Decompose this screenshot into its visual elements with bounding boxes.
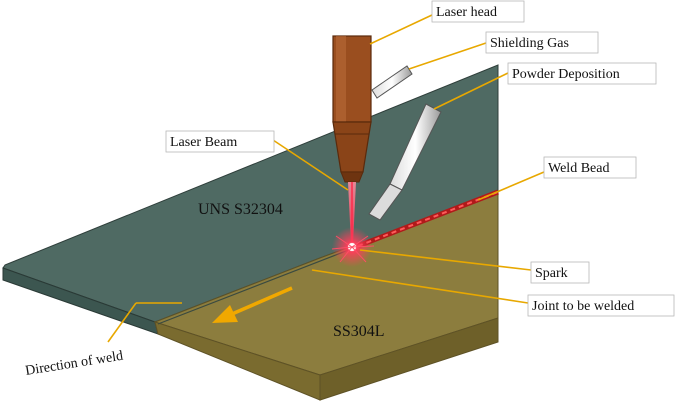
plate-ss304l — [153, 191, 499, 401]
label-weld-bead: Weld Bead — [548, 161, 609, 176]
label-shielding-gas: Shielding Gas — [490, 36, 569, 51]
powder-deposition-nozzle — [368, 103, 442, 221]
plate-uns-s32304 — [2, 64, 499, 335]
label-spark: Spark — [535, 266, 568, 281]
callout-laser-beam: Laser Beam — [165, 130, 275, 153]
plate-bottom-side-edge — [319, 317, 499, 401]
label-plate-ss304l: SS304L — [333, 323, 385, 340]
callout-direction: Direction of weld — [24, 349, 124, 379]
callout-powder-deposition: Powder Deposition — [507, 62, 657, 85]
label-laser-head: Laser head — [436, 5, 497, 20]
laser-head — [332, 35, 372, 183]
label-laser-beam: Laser Beam — [170, 135, 237, 150]
spark — [331, 227, 375, 267]
label-plate-uns-s32304: UNS S32304 — [198, 201, 283, 218]
label-direction-of-weld: Direction of weld — [24, 349, 124, 379]
callout-spark: Spark — [530, 261, 590, 284]
label-powder-deposition: Powder Deposition — [512, 67, 620, 82]
leader-lines — [107, 14, 545, 343]
callout-laser-head: Laser head — [431, 0, 525, 23]
shielding-gas-nozzle — [371, 65, 413, 99]
callout-shielding-gas: Shielding Gas — [485, 31, 599, 54]
label-joint-to-be-welded: Joint to be welded — [532, 299, 634, 314]
direction-arrow — [212, 286, 293, 323]
callout-weld-bead: Weld Bead — [543, 156, 637, 179]
callout-joint: Joint to be welded — [527, 294, 675, 317]
weld-bead — [357, 189, 499, 249]
